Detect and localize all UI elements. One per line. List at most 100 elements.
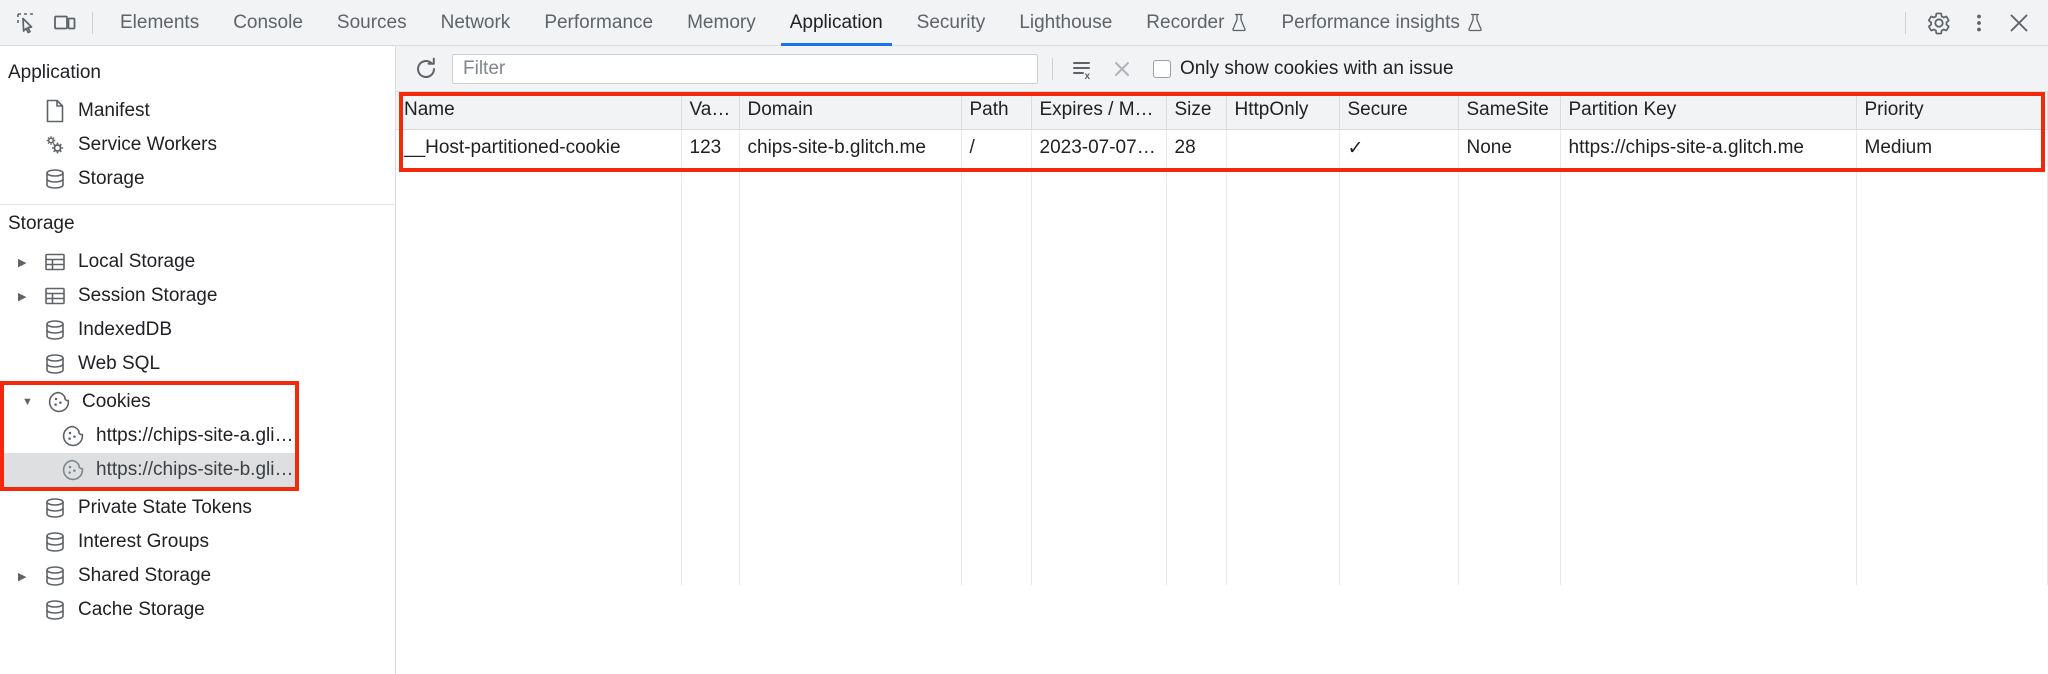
refresh-icon[interactable] (410, 53, 442, 85)
sidebar-item-label: Service Workers (78, 134, 218, 155)
table-filler-row (396, 205, 2048, 243)
sidebar-item-session-storage[interactable]: ▶ Session Storage (0, 279, 395, 313)
column-header-expires[interactable]: Expires / M… (1031, 92, 1167, 130)
chevron-right-icon[interactable]: ▶ (18, 290, 27, 303)
column-header-domain[interactable]: Domain (739, 92, 962, 130)
experiment-flask-icon (1467, 13, 1483, 32)
tab-label: Performance insights (1281, 11, 1460, 33)
column-header-priority[interactable]: Priority (1856, 92, 2048, 130)
column-header-secure[interactable]: Secure (1339, 92, 1459, 130)
cell-domain[interactable]: chips-site-b.glitch.me (739, 129, 962, 167)
tab-memory[interactable]: Memory (670, 0, 773, 46)
sidebar-item-label: Manifest (78, 100, 150, 121)
sidebar-item-label: Web SQL (78, 353, 161, 374)
tab-label: Sources (336, 11, 407, 33)
cell-secure[interactable]: ✓ (1339, 129, 1459, 167)
tab-label: Application (789, 11, 883, 33)
svg-text:x: x (1085, 71, 1091, 82)
cookies-table-body: __Host-partitioned-cookie 123 chips-site… (396, 129, 2048, 585)
checkbox-label: Only show cookies with an issue (1180, 57, 1454, 79)
column-header-value[interactable]: Value (681, 92, 740, 130)
table-icon (40, 285, 70, 307)
table-filler-row (396, 281, 2048, 319)
more-options-icon[interactable] (1960, 4, 1998, 42)
tab-label: Memory (687, 11, 756, 33)
cell-size[interactable]: 28 (1166, 129, 1227, 167)
table-icon (40, 251, 70, 273)
cell-samesite[interactable]: None (1458, 129, 1561, 167)
cookie-icon (44, 390, 74, 414)
tab-elements[interactable]: Elements (103, 0, 216, 46)
tab-application[interactable]: Application (773, 0, 900, 46)
experiment-flask-icon (1231, 13, 1247, 32)
sidebar-item-local-storage[interactable]: ▶ Local Storage (0, 245, 395, 279)
cookies-table-zone: Name Value Domain Path Expires / M… Size… (396, 92, 2048, 674)
cookies-panel: x Only show cookies with an issue (396, 46, 2048, 674)
sidebar-divider (0, 204, 395, 205)
cookies-filter-toolbar: x Only show cookies with an issue (396, 46, 2048, 92)
sidebar-item-interest-groups[interactable]: ▶ Interest Groups (0, 525, 395, 559)
clear-all-cookies-icon[interactable] (1107, 54, 1137, 84)
tab-network[interactable]: Network (424, 0, 528, 46)
sidebar-item-label: Storage (78, 168, 145, 189)
sidebar-item-indexeddb[interactable]: ▶ IndexedDB (0, 313, 395, 347)
tab-label: Lighthouse (1019, 11, 1113, 33)
sidebar-item-label: Cookies (82, 391, 151, 412)
chevron-down-icon[interactable]: ▼ (22, 396, 33, 408)
toolbar-divider (92, 11, 93, 34)
sidebar-item-manifest[interactable]: ▶ Manifest (0, 94, 395, 128)
checkbox-box[interactable] (1153, 59, 1171, 78)
column-header-name[interactable]: Name (396, 92, 682, 130)
cell-path[interactable]: / (961, 129, 1032, 167)
database-icon (40, 598, 70, 622)
column-header-samesite[interactable]: SameSite (1458, 92, 1561, 130)
inspect-element-icon[interactable] (8, 4, 46, 42)
sidebar-item-service-workers[interactable]: ▶ Service Workers (0, 128, 395, 162)
only-show-issues-checkbox[interactable]: Only show cookies with an issue (1153, 58, 1454, 80)
cell-partition-key[interactable]: https://chips-site-a.glitch.me (1560, 129, 1857, 167)
close-icon[interactable] (2000, 4, 2038, 42)
column-header-path[interactable]: Path (961, 92, 1032, 130)
sidebar-item-cookie-origin-a[interactable]: https://chips-site-a.glitch.me (4, 419, 295, 453)
sidebar-item-shared-storage[interactable]: ▶ Shared Storage (0, 559, 395, 593)
column-header-size[interactable]: Size (1166, 92, 1227, 130)
sidebar-item-label: IndexedDB (78, 319, 173, 340)
tab-performance-insights[interactable]: Performance insights (1264, 0, 1499, 46)
table-row[interactable]: __Host-partitioned-cookie 123 chips-site… (396, 129, 2048, 167)
sidebar-item-cache-storage[interactable]: ▶ Cache Storage (0, 593, 395, 627)
sidebar-item-cookie-origin-b[interactable]: https://chips-site-b.glitch.me (4, 453, 295, 487)
cookie-icon (58, 424, 88, 448)
cell-name[interactable]: __Host-partitioned-cookie (396, 129, 682, 167)
column-header-partition-key[interactable]: Partition Key (1560, 92, 1857, 130)
sidebar-item-private-state-tokens[interactable]: ▶ Private State Tokens (0, 491, 395, 525)
tab-sources[interactable]: Sources (320, 0, 424, 46)
tab-label: Security (916, 11, 986, 33)
table-filler-row (396, 243, 2048, 281)
clear-filtered-cookies-icon[interactable]: x (1067, 54, 1097, 84)
tab-recorder[interactable]: Recorder (1129, 0, 1264, 46)
tab-security[interactable]: Security (900, 0, 1003, 46)
toolbar-divider (1052, 57, 1053, 80)
chevron-right-icon[interactable]: ▶ (18, 570, 27, 583)
device-toolbar-icon[interactable] (46, 4, 84, 42)
table-filler-row (396, 433, 2048, 471)
devtools-tabbar: Elements Console Sources Network Perform… (0, 0, 2048, 46)
cell-httponly[interactable] (1226, 129, 1340, 167)
gear-icon[interactable] (1920, 4, 1958, 42)
tab-performance[interactable]: Performance (527, 0, 670, 46)
cell-expires[interactable]: 2023-07-07… (1031, 129, 1167, 167)
sidebar-item-web-sql[interactable]: ▶ Web SQL (0, 347, 395, 381)
sidebar-item-label: https://chips-site-b.glitch.me (96, 459, 295, 480)
table-filler-row (396, 547, 2048, 585)
tab-lighthouse[interactable]: Lighthouse (1002, 0, 1129, 46)
chevron-right-icon[interactable]: ▶ (18, 256, 27, 269)
cell-priority[interactable]: Medium (1856, 129, 2048, 167)
sidebar-item-storage[interactable]: ▶ Storage (0, 162, 395, 196)
sidebar-item-label: https://chips-site-a.glitch.me (96, 425, 295, 446)
column-header-httponly[interactable]: HttpOnly (1226, 92, 1340, 130)
section-title-storage: Storage (8, 213, 75, 234)
sidebar-item-cookies[interactable]: ▼ Cookies (4, 385, 295, 419)
search-input[interactable] (452, 53, 1038, 84)
cell-value[interactable]: 123 (681, 129, 740, 167)
tab-console[interactable]: Console (216, 0, 320, 46)
